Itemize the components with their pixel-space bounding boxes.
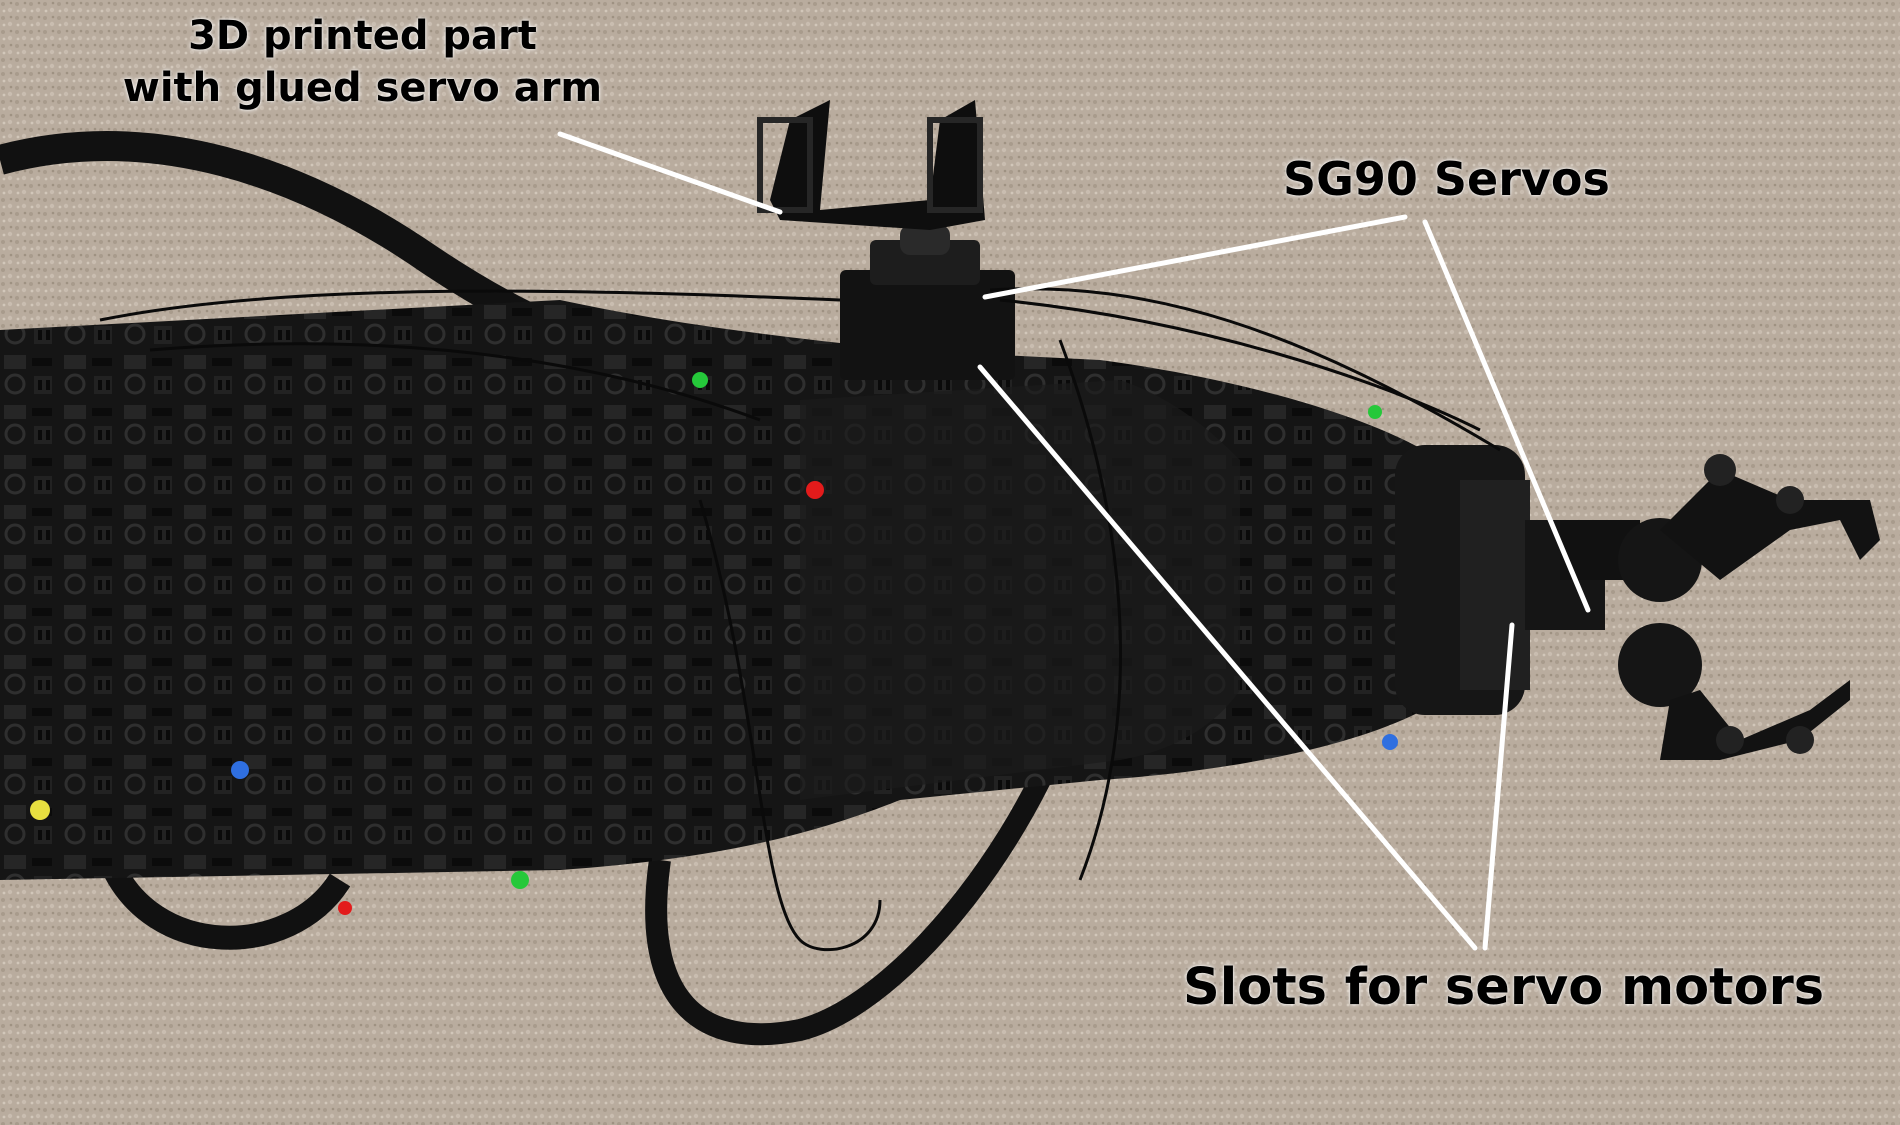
- printed-part-label-line1: 3D printed part: [188, 13, 537, 59]
- servos-label: SG90 Servos: [1283, 152, 1610, 206]
- annotation-pointers: [557, 131, 1591, 951]
- led-red-2: [338, 901, 352, 915]
- led-yellow-1: [30, 800, 50, 820]
- slots-label: Slots for servo motors: [1183, 958, 1825, 1017]
- wires: [99, 287, 1501, 952]
- led-blue-2: [1382, 734, 1398, 750]
- printed-part-label: 3D printed part with glued servo arm: [110, 10, 615, 114]
- led-blue-1: [231, 761, 249, 779]
- cable-bottom-left: [98, 855, 351, 950]
- pointer-printed-part: [557, 131, 783, 215]
- pointer-slot-bottom: [1482, 622, 1515, 951]
- led-green-3: [1368, 405, 1382, 419]
- pointer-slot-top: [977, 364, 1478, 951]
- pointer-servo-top: [982, 214, 1408, 300]
- cable-bottom-middle: [645, 775, 1050, 1046]
- led-green-2: [511, 871, 529, 889]
- pointer-servo-gripper: [1422, 219, 1591, 613]
- led-red-1: [806, 481, 824, 499]
- robot-arm-body: [0, 300, 1605, 880]
- printed-part-label-line2: with glued servo arm: [122, 65, 603, 111]
- led-green-1: [692, 372, 708, 388]
- servo-top-mount: [757, 100, 1015, 380]
